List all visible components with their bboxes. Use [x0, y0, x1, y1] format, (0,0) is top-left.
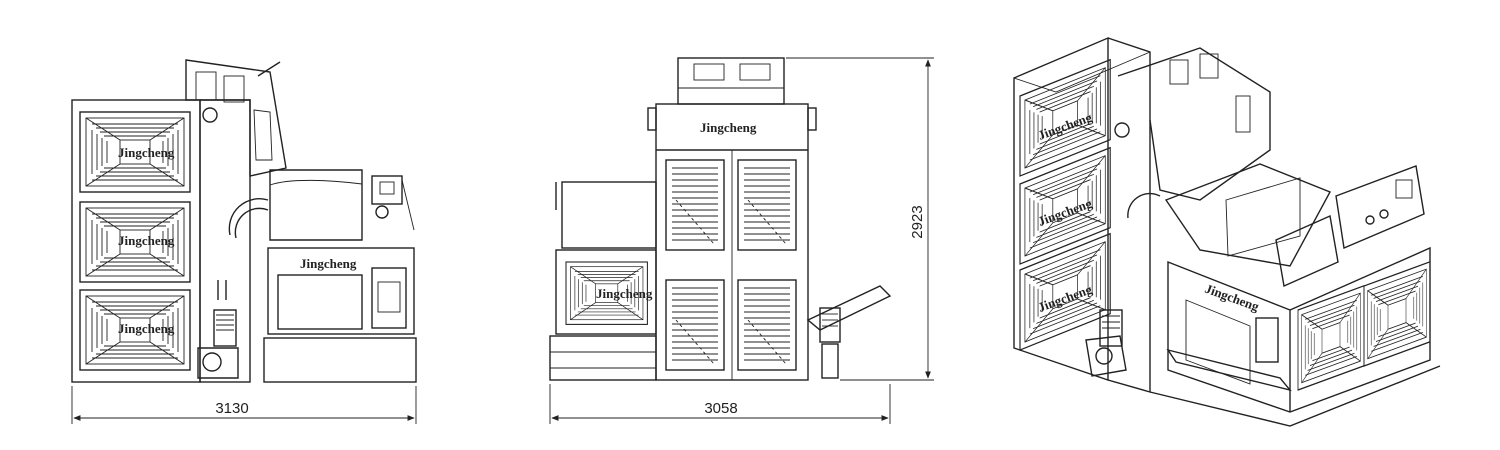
- front-side-panel: [555, 249, 657, 335]
- side-brand-mark-2: Jingcheng: [118, 233, 175, 248]
- iso-brand-mark-3: Jingcheng: [1036, 281, 1095, 315]
- side-motor: [213, 309, 237, 347]
- side-brand-mark-1: Jingcheng: [118, 145, 175, 160]
- iso-brand-mark-4: Jingcheng: [1203, 281, 1262, 315]
- side-hopper: [269, 169, 363, 241]
- front-brand-mark-2: Jingcheng: [596, 286, 653, 301]
- side-gearbox: [197, 347, 239, 379]
- isometric-view: Jingcheng Jingcheng Jingcheng Jingcheng: [1013, 36, 1441, 427]
- front-slats-2: [737, 159, 797, 251]
- side-width-dimension: 3130: [215, 400, 248, 417]
- side-bolt: [202, 107, 218, 123]
- side-cage: [185, 59, 287, 177]
- front-height-dimension: 2923: [909, 205, 926, 238]
- iso-base-grille-2: [1363, 261, 1431, 367]
- iso-chute: [1166, 348, 1292, 392]
- side-base-unit: [267, 247, 415, 335]
- iso-control-cabinet: [1335, 165, 1425, 249]
- side-column: [199, 99, 251, 383]
- side-plinth: [263, 337, 417, 383]
- side-view: Jingcheng Jingcheng Jingcheng Jingcheng: [71, 59, 417, 424]
- front-chute: [806, 285, 892, 331]
- front-slats-1: [665, 159, 725, 251]
- side-arc: [228, 198, 269, 236]
- front-pump-motor: [819, 307, 841, 343]
- iso-motor: [1099, 309, 1123, 347]
- iso-gearbox: [1085, 335, 1127, 377]
- iso-brand-mark-2: Jingcheng: [1036, 195, 1095, 229]
- front-slats-4: [737, 279, 797, 371]
- side-window: [277, 274, 363, 330]
- iso-base-unit: [1167, 246, 1431, 413]
- side-brand-mark-3: Jingcheng: [118, 321, 175, 336]
- front-plinth: [549, 335, 657, 381]
- front-slats-3: [665, 279, 725, 371]
- side-brand-mark-4: Jingcheng: [300, 256, 357, 271]
- front-width-dimension: 3058: [704, 400, 737, 417]
- front-view: Jingcheng Jingcheng 2923 3058: [549, 57, 934, 424]
- iso-hopper: [1164, 163, 1331, 267]
- side-control-box: [371, 175, 403, 205]
- front-hopper: [561, 181, 657, 249]
- front-brand-mark-1: Jingcheng: [700, 120, 757, 135]
- iso-cage: [1117, 47, 1271, 201]
